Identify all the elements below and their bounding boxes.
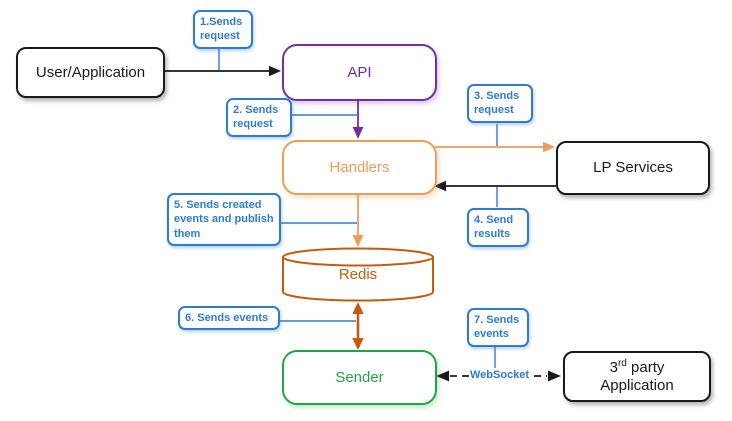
callout-1-sends-request: 1.Sends request [193,10,253,49]
node-sender-label: Sender [335,368,384,386]
callout-7-sends-events: 7. Sends events [467,308,529,347]
node-handlers: Handlers [282,140,437,195]
callout-6-sends-events: 6. Sends events [178,306,280,331]
node-lp-services: LP Services [556,141,710,195]
callout-connector-lines [218,46,498,368]
callout-3-sends-request: 3. Sends request [467,84,533,123]
callout-4-send-results: 4. Send results [467,208,529,247]
node-api-label: API [347,63,372,81]
node-third-party-application: 3rd party Application [563,351,711,402]
arrow-lp-to-handlers [434,180,556,192]
websocket-edge-label: WebSocket [469,369,531,381]
node-handlers-label: Handlers [329,158,390,176]
arrow-redis-sender-bidirectional [352,302,364,350]
arrow-api-to-handlers [352,97,364,139]
node-third-party-label: 3rd party Application [600,358,674,394]
node-api: API [282,44,437,101]
node-user-application: User/Application [16,47,165,98]
node-redis-label: Redis [338,266,378,283]
ordinal-superscript: rd [617,358,627,370]
node-lp-services-label: LP Services [593,159,673,177]
arrow-handlers-to-redis [352,191,364,247]
node-user-application-label: User/Application [35,63,146,81]
redis-cylinder-shape [282,247,434,302]
callout-5-sends-created-events: 5. Sends created events and publish them [167,193,281,246]
node-sender: Sender [282,350,437,405]
arrow-user-to-api [162,65,281,77]
arrow-handlers-to-lp [433,141,555,153]
callout-2-sends-request: 2. Sends request [226,98,292,137]
